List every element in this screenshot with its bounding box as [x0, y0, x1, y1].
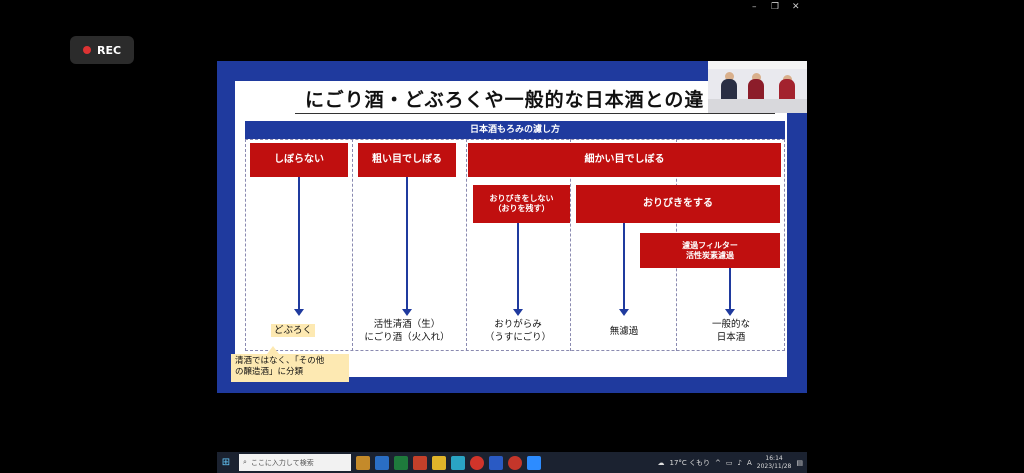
arrow-head-icon — [402, 309, 412, 316]
arrow-head-icon — [725, 309, 735, 316]
no-oribiki-line1: おりびきをしない — [489, 194, 554, 203]
result-ippan-line2: 日本酒 — [716, 331, 746, 343]
cloud-icon: ☁ — [657, 458, 665, 467]
column-divider — [466, 139, 467, 351]
briefcase-icon[interactable] — [356, 455, 370, 470]
minimize-button[interactable]: – — [752, 2, 757, 12]
word-icon[interactable] — [489, 455, 503, 470]
result-kassei-line1: 活性清酒（生） — [373, 319, 441, 330]
callout-line2: の醸造酒」に分類 — [235, 367, 304, 378]
arrow-shaft — [623, 223, 625, 311]
result-kassei: 活性清酒（生） にごり酒（火入れ） — [357, 319, 457, 345]
notification-icon[interactable]: ▤ — [796, 458, 803, 467]
arrow-head-icon — [294, 309, 304, 316]
callout-tip — [267, 346, 279, 354]
chevron-up-icon[interactable]: ^ — [715, 458, 721, 467]
filter-box: 濾過フィルター 活性炭素濾過 — [640, 233, 780, 268]
weather-text[interactable]: 17°C くもり — [669, 458, 711, 467]
callout-note: 清酒ではなく、「その他 の醸造酒」に分類 — [231, 354, 349, 382]
column-divider — [352, 139, 353, 351]
system-tray: ☁ 17°C くもり ^ ▭ ♪ A 16:14 2023/11/28 ▤ — [657, 455, 807, 469]
restore-button[interactable]: ❐ — [771, 2, 780, 12]
search-placeholder: ここに入力して検索 — [250, 458, 314, 467]
media-player-icon[interactable] — [508, 455, 522, 470]
outlook-icon[interactable] — [375, 455, 389, 470]
arrow-shaft — [406, 177, 408, 311]
search-icon: ⌕ — [243, 458, 247, 466]
rec-indicator[interactable]: REC — [70, 36, 134, 64]
diagram-frame — [245, 139, 785, 351]
result-muroka: 無濾過 — [609, 326, 639, 337]
presentation-slide: にごり酒・どぶろくや一般的な日本酒との違 日本酒もろみの濾し方 しぼらない 粗い… — [217, 61, 807, 393]
presenter-body — [721, 79, 737, 103]
folder-icon[interactable] — [432, 455, 446, 470]
arrow-shaft — [298, 177, 300, 311]
excel-icon[interactable] — [394, 455, 408, 470]
presenter-head — [752, 73, 761, 82]
arrow-head-icon — [619, 309, 629, 316]
result-doburoku-label: どぶろく — [271, 324, 316, 337]
taskbar: ⊞ ⌕ ここに入力して検索 ☁ 17°C くもり ^ ▭ ♪ A 16:14 2… — [217, 452, 807, 473]
windows-icon[interactable]: ⊞ — [221, 457, 231, 468]
oribiki-box: おりびきをする — [576, 185, 780, 223]
callout-line1: 清酒ではなく、「その他 — [235, 356, 325, 366]
arrow-head-icon — [513, 309, 523, 316]
rec-label: REC — [96, 43, 122, 57]
method-fine: 細かい目でしぼる — [468, 143, 781, 177]
close-button[interactable]: ✕ — [792, 2, 800, 12]
powerpoint-icon[interactable] — [413, 455, 427, 470]
ime-indicator[interactable]: A — [746, 458, 752, 467]
result-doburoku: どぶろく — [271, 324, 316, 338]
no-oribiki-box: おりびきをしない （おりを残す） — [473, 185, 570, 223]
video-desk — [708, 99, 807, 113]
column-divider — [570, 139, 571, 351]
slide-title: にごり酒・どぶろくや一般的な日本酒との違 — [305, 89, 705, 111]
volume-icon[interactable]: ♪ — [737, 458, 742, 467]
chrome-icon[interactable] — [470, 455, 484, 470]
network-icon[interactable]: ▭ — [725, 458, 733, 467]
result-origarami-line1: おりがらみ — [494, 319, 542, 330]
result-origarami-line2: （うすにごり） — [484, 331, 552, 343]
presenter-body — [779, 79, 795, 103]
presenter-body — [748, 79, 764, 103]
method-no-press: しぼらない — [250, 143, 348, 177]
edge-icon[interactable] — [451, 455, 465, 470]
result-ippan: 一般的な 日本酒 — [693, 319, 769, 345]
video-banner — [708, 61, 807, 69]
clock-date: 2023/11/28 — [756, 462, 792, 470]
presenter-head — [725, 72, 734, 81]
arrow-shaft — [517, 223, 519, 311]
record-dot-icon — [82, 46, 91, 54]
no-oribiki-line2: （おりを残す） — [493, 204, 550, 213]
filter-line2: 活性炭素濾過 — [686, 250, 734, 260]
clock-time: 16:14 — [765, 455, 783, 463]
arrow-shaft — [729, 268, 731, 311]
result-kassei-line2: にごり酒（火入れ） — [364, 331, 450, 343]
title-underline — [295, 113, 775, 114]
taskbar-clock[interactable]: 16:14 2023/11/28 — [757, 455, 792, 469]
taskbar-search-input[interactable]: ⌕ ここに入力して検索 — [239, 454, 351, 471]
diagram-header: 日本酒もろみの濾し方 — [245, 121, 785, 139]
presenter-video[interactable] — [708, 61, 807, 113]
filter-line1: 濾過フィルター — [682, 240, 738, 250]
zoom-icon[interactable] — [527, 455, 541, 470]
result-origarami: おりがらみ （うすにごり） — [469, 319, 567, 345]
method-coarse: 粗い目でしぼる — [358, 143, 456, 177]
result-ippan-line1: 一般的な — [711, 319, 750, 330]
